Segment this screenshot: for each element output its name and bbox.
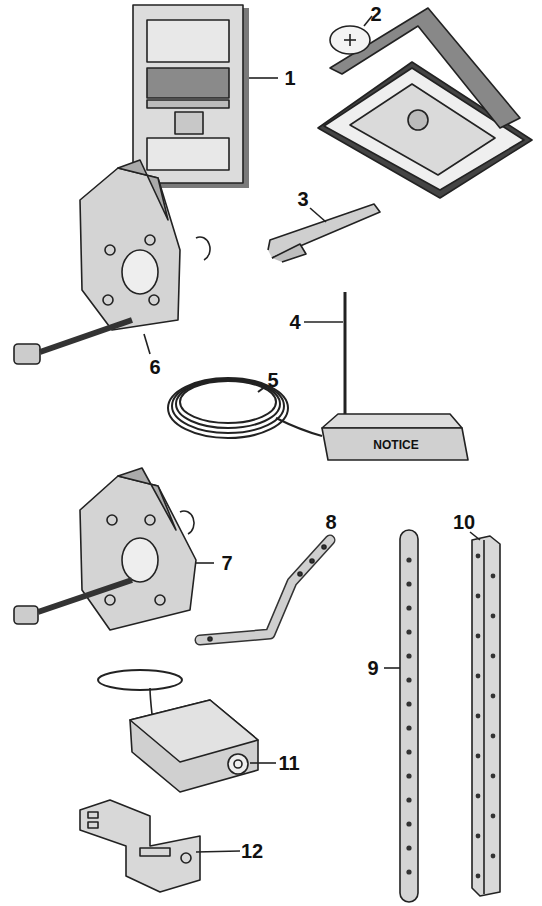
- callout-number: 3: [297, 189, 308, 209]
- callout-number: 2: [370, 4, 381, 24]
- callout-number: 10: [453, 512, 475, 532]
- door-bracket: [14, 468, 214, 630]
- wall-control: [133, 5, 278, 188]
- callout-number: 1: [284, 68, 295, 88]
- callout-number: 5: [267, 370, 278, 390]
- callout-number: 4: [289, 312, 300, 332]
- callout-number: 8: [325, 512, 336, 532]
- angle-iron: [470, 532, 500, 896]
- door-bracket: [14, 160, 210, 364]
- callout-number: 12: [241, 841, 263, 861]
- callout-number: 6: [149, 357, 160, 377]
- safety-sensor: [98, 670, 276, 792]
- callout-number: 9: [367, 658, 378, 678]
- curved-door-arm: [200, 540, 330, 641]
- visor-clip: [268, 204, 380, 262]
- callout-number: 7: [221, 553, 232, 573]
- tag-text: NOTICE: [373, 439, 418, 451]
- remote-control: [318, 8, 532, 198]
- bell-wire: [168, 378, 322, 438]
- callout-number: 11: [278, 753, 299, 773]
- sensor-bracket: [80, 800, 240, 892]
- rope-and-tag: [304, 292, 468, 460]
- straight-door-arm: [384, 530, 418, 902]
